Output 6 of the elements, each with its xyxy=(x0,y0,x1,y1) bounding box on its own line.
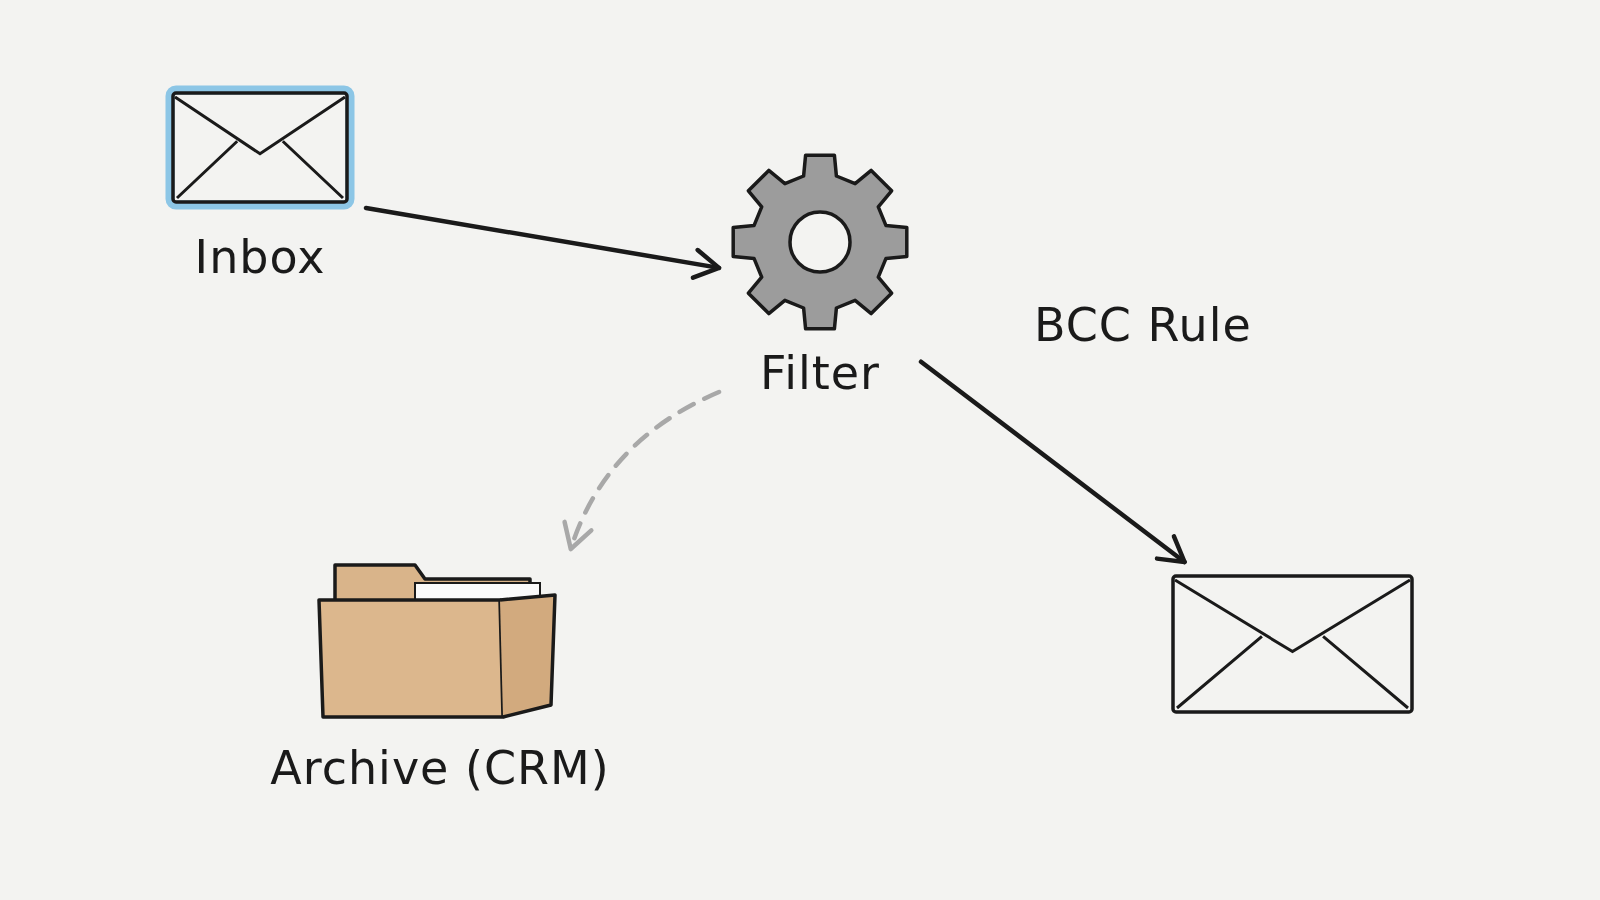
arrow xyxy=(563,389,722,552)
node-label: Archive (CRM) xyxy=(270,743,610,794)
node-label: Inbox xyxy=(194,232,326,283)
node-label: Filter xyxy=(760,348,880,399)
arrow xyxy=(918,359,1187,565)
arrow xyxy=(363,205,722,280)
